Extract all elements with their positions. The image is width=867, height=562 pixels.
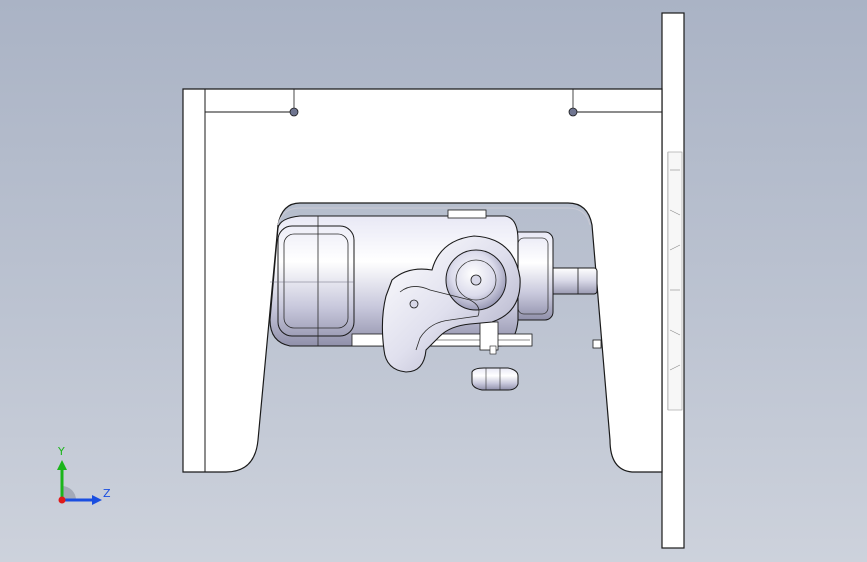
coordinate-triad-icon: Y Z — [57, 445, 111, 505]
arm-bolt — [409, 299, 419, 309]
articulated-arm[interactable] — [381, 235, 521, 373]
adjustment-knob[interactable] — [471, 367, 519, 391]
frame-window-edge — [277, 207, 591, 226]
locating-pin — [592, 339, 602, 349]
mounting-hole-right — [568, 89, 578, 117]
main-frame-bracket[interactable] — [182, 88, 663, 473]
z-axis-label: Z — [103, 487, 111, 500]
y-axis-label: Y — [57, 445, 65, 458]
joint-bolt — [470, 274, 482, 286]
mounting-hole-left — [289, 89, 299, 117]
support-post-pin — [489, 345, 497, 355]
motor-base-rail — [351, 333, 533, 347]
right-mounting-plate[interactable] — [661, 12, 685, 549]
